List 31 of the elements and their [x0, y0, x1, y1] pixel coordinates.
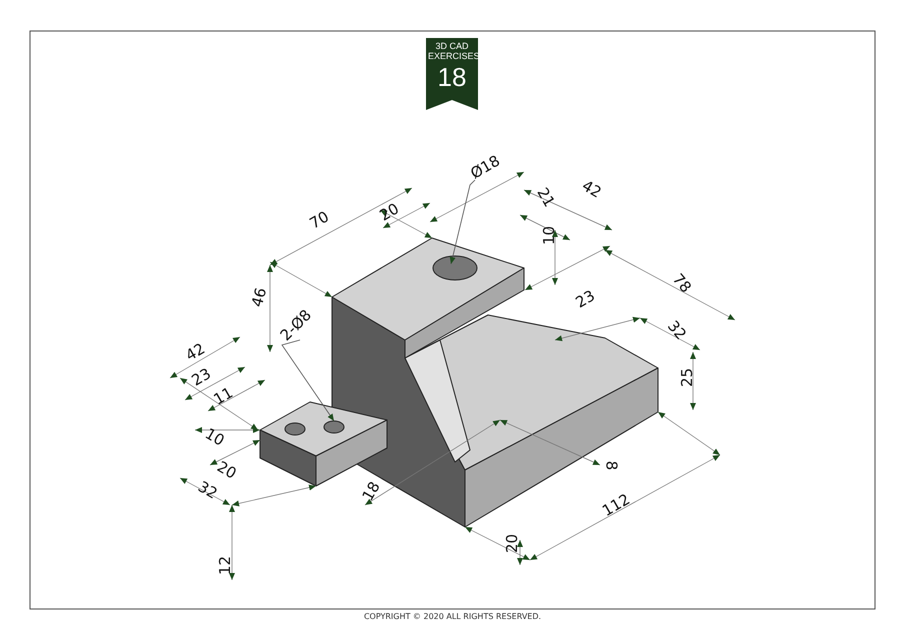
dimension-value: 12: [218, 556, 234, 576]
dimension-value: 21: [534, 185, 557, 210]
dimension-value: 10: [202, 426, 227, 449]
dimension-value: 42: [580, 178, 604, 201]
dimension-value: 70: [308, 209, 332, 232]
dimension-value: 8: [603, 460, 618, 470]
leader-line: [281, 340, 334, 422]
dimension-value: 32: [196, 479, 220, 502]
badge-title: 3D CAD EXERCISES: [427, 41, 478, 62]
hole: [324, 420, 344, 434]
dimension-text: Ø18: [468, 153, 503, 182]
dimension-value: 46: [250, 286, 270, 309]
dimension-value: 18: [360, 479, 383, 504]
dimension-value: 112: [600, 492, 632, 520]
dimension-value: 23: [574, 288, 598, 311]
leader-line: [450, 180, 476, 264]
dimension-value: 32: [664, 318, 688, 343]
exercise-number: 18: [436, 64, 468, 90]
hole: [432, 256, 478, 280]
copyright-notice: COPYRIGHT © 2020 ALL RIGHTS RESERVED.: [362, 612, 542, 621]
dimension-value: 10: [542, 226, 558, 246]
dimension-value: 11: [212, 385, 236, 408]
dimension-value: 20: [214, 459, 239, 482]
dimension-value: 23: [190, 366, 214, 389]
dimension-value: 25: [680, 368, 696, 388]
dimension-value: 42: [184, 341, 208, 364]
badge: [426, 38, 478, 110]
hole: [284, 422, 306, 436]
dimension-value: 20: [505, 534, 520, 554]
dimension-value: 78: [670, 271, 694, 296]
dimension-value: 20: [378, 201, 402, 224]
